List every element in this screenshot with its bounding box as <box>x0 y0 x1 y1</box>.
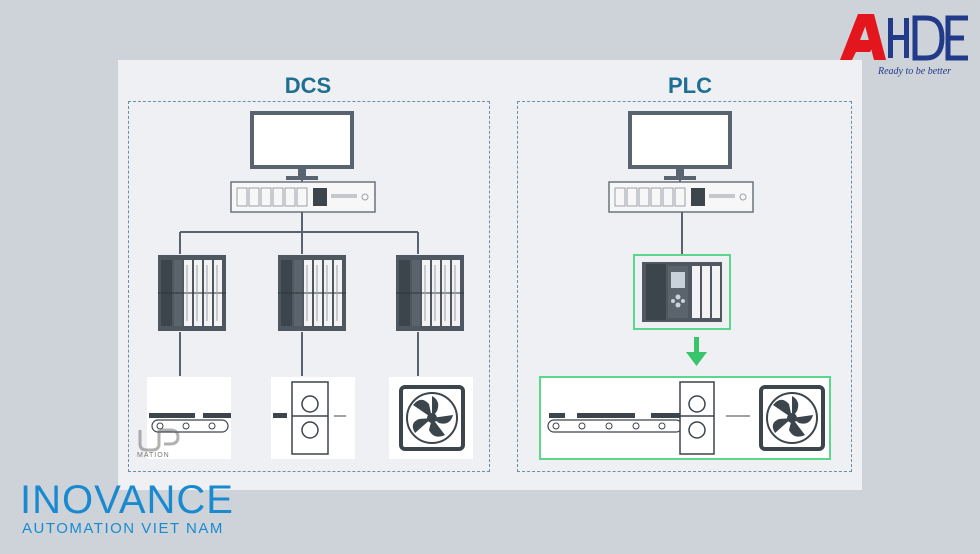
inovance-logo-text: INOVANCE <box>20 478 234 522</box>
dcs-controller-rack-icon <box>230 181 376 213</box>
plc-monitor-icon <box>628 111 732 180</box>
plc-module-icon <box>642 262 722 322</box>
plc-fan-icon <box>759 385 825 451</box>
plc-title: PLC <box>668 73 712 98</box>
dcs-roller-icon <box>271 377 355 459</box>
dcs-io-rack-icon-2 <box>277 254 347 332</box>
dcs-fan-icon <box>389 377 473 459</box>
plc-controller-rack-icon <box>608 181 754 213</box>
dcs-conveyor-icon <box>147 377 231 459</box>
plc-highlight-frame <box>633 254 731 330</box>
dcs-title: DCS <box>284 73 332 98</box>
plc-roller-icon <box>679 381 750 455</box>
watermark-logo <box>138 428 180 452</box>
dcs-boundary <box>128 101 490 472</box>
dcs-io-rack-icon-3 <box>395 254 465 332</box>
inovance-subtitle: AUTOMATION VIET NAM <box>22 520 224 537</box>
arrow-down-icon <box>686 337 707 366</box>
plc-boundary <box>517 101 852 472</box>
watermark-text: MATION <box>137 452 170 459</box>
ahde-logo <box>840 14 968 61</box>
dcs-network-lines <box>179 212 419 376</box>
dcs-io-rack-icon-1 <box>157 254 227 332</box>
dcs-monitor-icon <box>250 111 354 180</box>
ahde-tagline: Ready to be better <box>878 66 952 77</box>
